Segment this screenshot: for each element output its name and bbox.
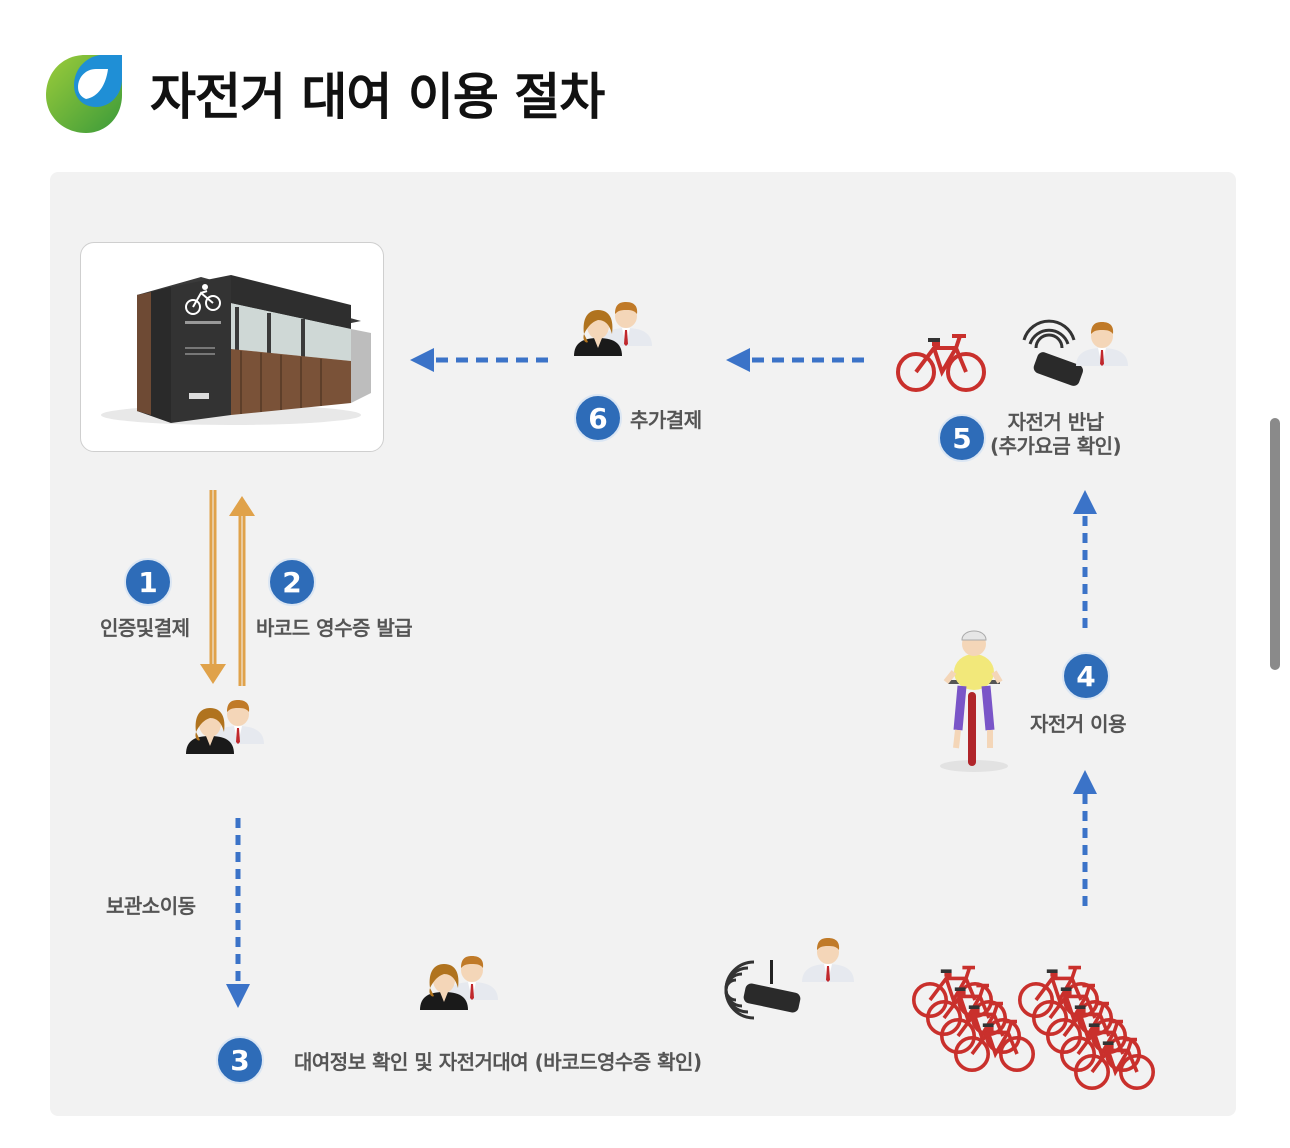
step-badge-5: 5 [938, 414, 986, 462]
bicycle-rack-icon [911, 965, 1155, 1090]
step-label-5-line1: 자전거 반납 [1007, 410, 1104, 434]
step-label-6: 추가결제 [630, 408, 702, 432]
move-label: 보관소이동 [106, 894, 196, 918]
page-title: 자전거 대여 이용 절차 [150, 68, 605, 126]
vertical-scrollbar[interactable] [1270, 418, 1280, 670]
wireless-terminal-icon [1022, 319, 1083, 386]
wireless-terminal-icon [724, 960, 801, 1020]
page-header: 자전거 대여 이용 절차 [44, 50, 605, 136]
customer-and-staff-icon [420, 956, 498, 1010]
solid-arrow-down [200, 490, 226, 684]
bicycle-icon [896, 334, 986, 392]
step-label-5-line2: (추가요금 확인) [990, 434, 1122, 458]
step-badge-4: 4 [1062, 652, 1110, 700]
dashed-arrow-left-right [726, 348, 864, 372]
step-badge-3: 3 [216, 1036, 264, 1084]
staff-icon [1076, 322, 1128, 366]
kiosk-card [80, 242, 384, 452]
step-badge-2: 2 [268, 558, 316, 606]
step-label-4: 자전거 이용 [1030, 712, 1126, 736]
cyclist-icon [940, 630, 1008, 772]
step-label-3: 대여정보 확인 및 자전거대여 (바코드영수증 확인) [294, 1050, 702, 1074]
leaf-drop-logo-icon [46, 55, 122, 133]
solid-arrow-up [229, 496, 255, 686]
dashed-arrow-up-upper [1073, 490, 1097, 628]
dashed-arrow-left-left [410, 348, 548, 372]
customer-and-staff-icon [186, 700, 264, 754]
step-badge-6: 6 [574, 394, 622, 442]
staff-icon [802, 938, 854, 982]
step-label-1: 인증및결제 [100, 616, 190, 640]
step-label-5: 자전거 반납 (추가요금 확인) [990, 410, 1122, 458]
step-badge-1: 1 [124, 558, 172, 606]
dashed-arrow-down [226, 818, 250, 1008]
customer-and-staff-icon [574, 302, 652, 356]
step-label-2: 바코드 영수증 발급 [256, 616, 413, 640]
bike-rental-kiosk-icon [101, 275, 371, 425]
dashed-arrow-up-lower [1073, 770, 1097, 906]
